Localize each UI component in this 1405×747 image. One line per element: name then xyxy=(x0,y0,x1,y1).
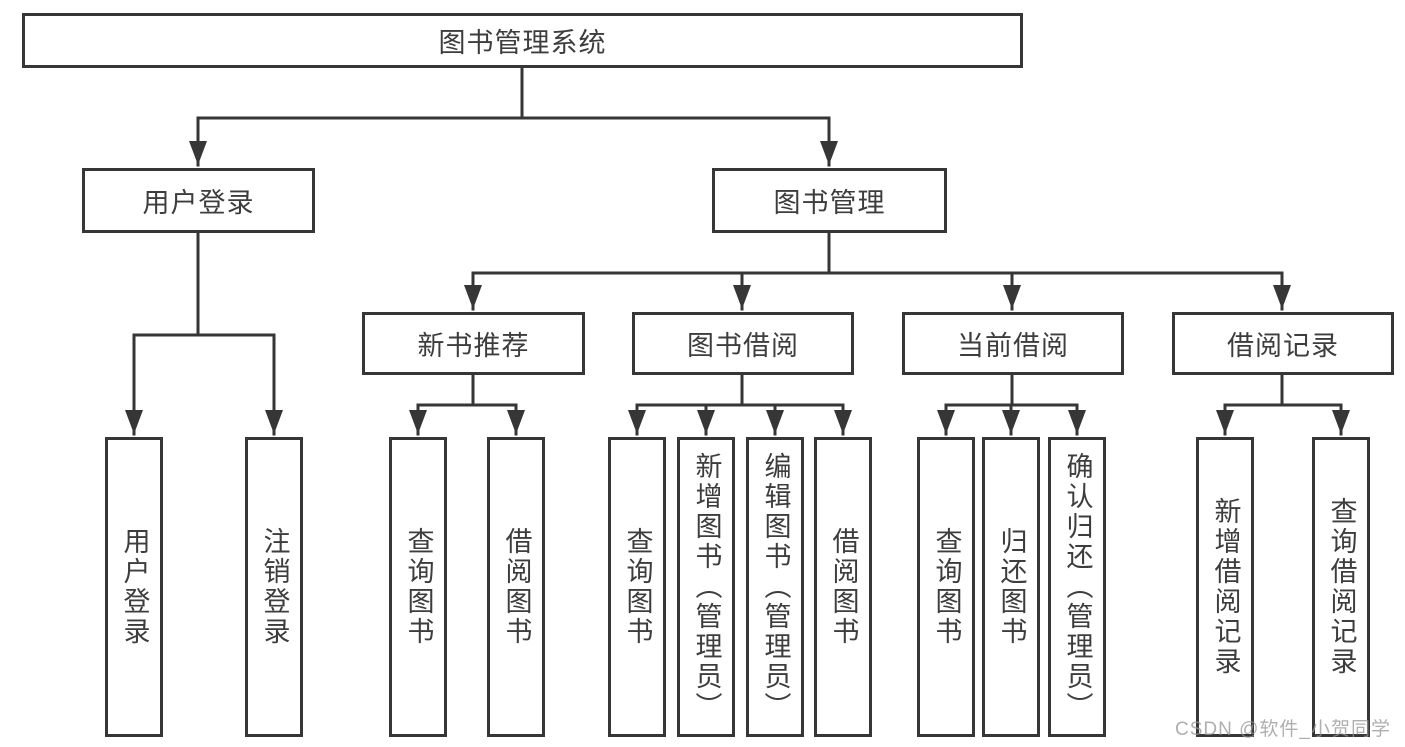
node-library-system-label: 图书管理系统 xyxy=(438,28,607,58)
node-new-book-recommend: 新书推荐 xyxy=(362,312,585,375)
node-book-management: 图书管理 xyxy=(712,168,947,233)
leaf-records-query-record-label: 查询借阅记录 xyxy=(1326,497,1357,677)
leaf-current-query-books: 查询图书 xyxy=(917,437,975,737)
leaf-current-confirm-return-admin-label: 确认归还（管理员） xyxy=(1062,452,1093,722)
node-new-book-recommend-label: 新书推荐 xyxy=(417,331,530,361)
node-book-borrowing: 图书借阅 xyxy=(632,312,854,375)
leaf-records-add-record: 新增借阅记录 xyxy=(1196,437,1254,737)
node-user-login-label: 用户登录 xyxy=(142,188,255,218)
leaf-current-query-books-label: 查询图书 xyxy=(931,527,962,647)
leaf-borrowing-borrow-books-label: 借阅图书 xyxy=(828,527,859,647)
node-current-borrowing: 当前借阅 xyxy=(902,312,1124,375)
leaf-current-return-books-label: 归还图书 xyxy=(996,527,1027,647)
node-book-management-label: 图书管理 xyxy=(773,188,886,218)
leaf-records-query-record: 查询借阅记录 xyxy=(1312,437,1370,737)
node-current-borrowing-label: 当前借阅 xyxy=(957,331,1069,361)
leaf-newbook-query-books: 查询图书 xyxy=(389,437,447,737)
leaf-records-add-record-label: 新增借阅记录 xyxy=(1210,497,1241,677)
leaf-user-login-label: 用户登录 xyxy=(119,527,150,647)
leaf-newbook-query-books-label: 查询图书 xyxy=(403,527,434,647)
node-user-login: 用户登录 xyxy=(82,168,315,233)
leaf-borrowing-edit-books-admin-label: 编辑图书（管理员） xyxy=(760,452,791,722)
node-borrow-records: 借阅记录 xyxy=(1172,312,1394,375)
node-book-borrowing-label: 图书借阅 xyxy=(687,331,799,361)
leaf-logout-label: 注销登录 xyxy=(259,527,290,647)
leaf-borrowing-add-books-admin: 新增图书（管理员） xyxy=(677,437,735,737)
leaf-borrowing-query-books: 查询图书 xyxy=(608,437,666,737)
leaf-borrowing-query-books-label: 查询图书 xyxy=(622,527,653,647)
leaf-user-login: 用户登录 xyxy=(105,437,163,737)
leaf-borrowing-edit-books-admin: 编辑图书（管理员） xyxy=(746,437,804,737)
leaf-newbook-borrow-books-label: 借阅图书 xyxy=(501,527,532,647)
leaf-borrowing-add-books-admin-label: 新增图书（管理员） xyxy=(691,452,722,722)
leaf-logout: 注销登录 xyxy=(245,437,303,737)
leaf-borrowing-borrow-books: 借阅图书 xyxy=(814,437,872,737)
node-borrow-records-label: 借阅记录 xyxy=(1227,331,1339,361)
leaf-current-return-books: 归还图书 xyxy=(982,437,1040,737)
leaf-newbook-borrow-books: 借阅图书 xyxy=(487,437,545,737)
csdn-watermark: CSDN @软件_小贺同学 xyxy=(1175,719,1391,740)
node-library-system: 图书管理系统 xyxy=(22,13,1023,68)
leaf-current-confirm-return-admin: 确认归还（管理员） xyxy=(1048,437,1106,737)
